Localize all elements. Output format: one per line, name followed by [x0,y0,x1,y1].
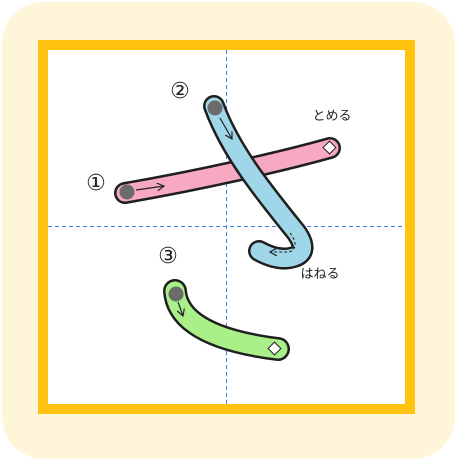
stroke-2-number: ② [170,79,190,104]
arrow-right-icon [135,186,164,190]
hane-dashed-arrow-icon [270,232,296,252]
hane-label: はねる [300,267,339,282]
stroke-3-end-diamond-icon [267,341,282,356]
arrow-down-icon [178,301,183,316]
stroke-2-start-dot [207,100,223,116]
stroke-1-start-dot [119,184,135,200]
tome-label: とめる [312,109,351,124]
stroke-1-end-diamond-icon [322,140,337,155]
stroke-1-number: ① [86,171,106,196]
stroke-2 [203,95,314,270]
stroke-3-number: ③ [158,244,178,269]
arrow-down-right-icon [219,117,232,139]
stroke-3-start-dot [168,286,184,302]
